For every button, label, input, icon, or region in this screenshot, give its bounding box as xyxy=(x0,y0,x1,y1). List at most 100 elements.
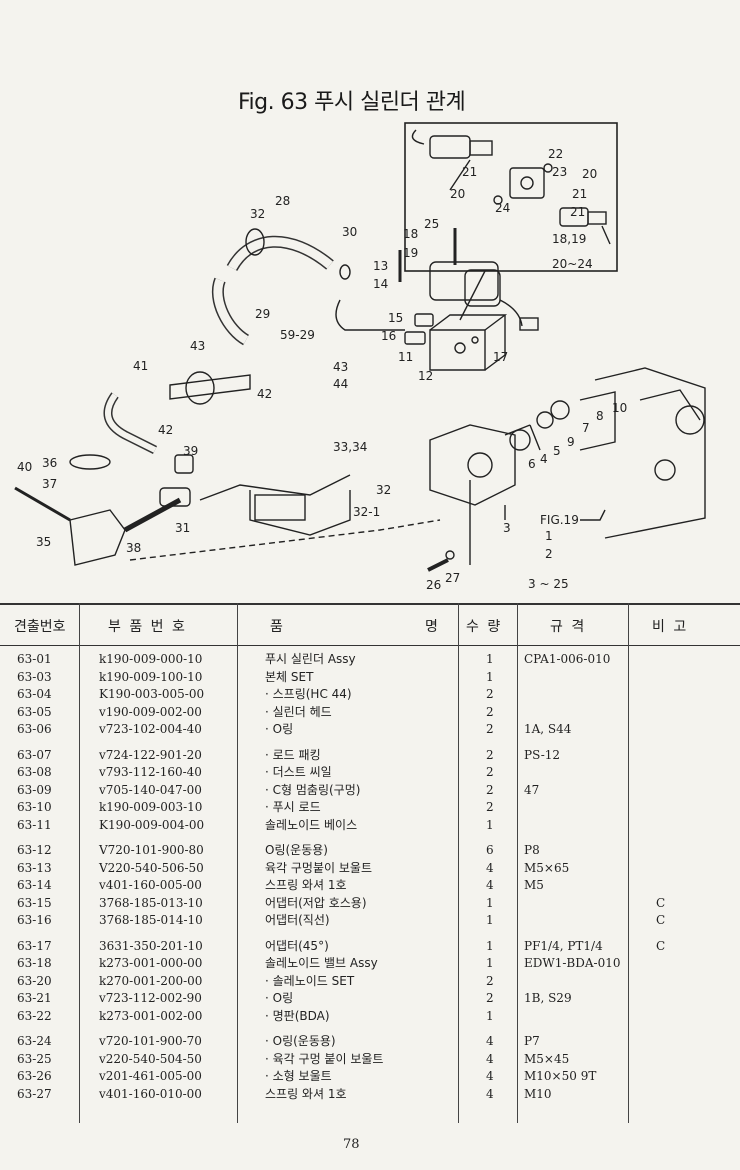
cell-item-no: 63-10 xyxy=(17,800,52,814)
callout-number: 20 xyxy=(582,167,597,181)
cell-note: C xyxy=(656,913,666,927)
cell-quantity: 4 xyxy=(486,1051,494,1066)
callout-number: 32 xyxy=(376,483,391,497)
page-number: 78 xyxy=(343,1137,360,1152)
cell-part-number: v705-140-047-00 xyxy=(99,782,202,797)
cell-quantity: 2 xyxy=(486,687,494,701)
cell-item-no: 63-14 xyxy=(17,878,52,892)
cell-part-name: · 육각 구멍 붙이 보울트 xyxy=(265,1051,384,1066)
cell-quantity: 1 xyxy=(486,938,494,953)
callout-number: 31 xyxy=(175,521,190,535)
cell-spec: M5 xyxy=(524,878,544,892)
cell-item-no: 63-08 xyxy=(17,765,52,779)
cell-part-name: 어댑터(저압 호스용) xyxy=(265,895,367,910)
callout-number: 37 xyxy=(42,477,57,491)
callout-number: 18 xyxy=(403,227,418,241)
cell-quantity: 6 xyxy=(486,843,494,857)
callout-number: 33,34 xyxy=(333,440,367,454)
table-header: 견출번호 부 품 번 호 품 명 수 량 규 격 비 고 xyxy=(0,603,740,646)
cell-quantity: 2 xyxy=(486,704,494,719)
callout-number: 28 xyxy=(275,194,290,208)
column-divider xyxy=(628,603,629,1123)
cell-part-number: k273-001-002-00 xyxy=(99,1008,203,1023)
cell-part-name: · 솔레노이드 SET xyxy=(265,973,355,988)
column-divider xyxy=(237,603,238,1123)
callout-number: 18,19 xyxy=(552,232,586,246)
cell-item-no: 63-20 xyxy=(17,973,52,988)
callout-number: 19 xyxy=(403,246,418,260)
callout-number: FIG.19 xyxy=(540,513,579,527)
cell-item-no: 63-15 xyxy=(17,895,52,910)
cell-spec: CPA1-006-010 xyxy=(524,652,611,666)
cell-note: C xyxy=(656,895,666,910)
cell-item-no: 63-09 xyxy=(17,782,52,797)
callout-number: 21 xyxy=(572,187,587,201)
cell-item-no: 63-26 xyxy=(17,1069,52,1083)
callout-number: 35 xyxy=(36,535,51,549)
column-divider xyxy=(79,603,80,1123)
cell-item-no: 63-01 xyxy=(17,652,52,666)
cell-note: C xyxy=(656,938,666,953)
cell-part-number: 3768-185-014-10 xyxy=(99,913,203,927)
cell-quantity: 1 xyxy=(486,956,494,970)
callout-number: 23 xyxy=(552,165,567,179)
callout-number: 24 xyxy=(495,201,510,215)
callout-number: 22 xyxy=(548,147,563,161)
cell-quantity: 1 xyxy=(486,1008,494,1023)
cell-quantity: 2 xyxy=(486,782,494,797)
cell-part-name: · 푸시 로드 xyxy=(265,800,321,814)
cell-spec: 47 xyxy=(524,782,540,797)
cell-part-name: 솔레노이드 밸브 Assy xyxy=(265,956,378,970)
callout-number: 12 xyxy=(418,369,433,383)
callout-number: 8 xyxy=(596,409,604,423)
cell-spec: EDW1-BDA-010 xyxy=(524,956,621,970)
header-part-number: 부 품 번 호 xyxy=(108,619,187,635)
cell-part-name: 스프링 와셔 1호 xyxy=(265,878,347,892)
callout-number: 38 xyxy=(126,541,141,555)
cell-quantity: 2 xyxy=(486,747,494,762)
cell-quantity: 4 xyxy=(486,860,494,875)
callout-number: 3 xyxy=(503,521,511,535)
callout-number: 29 xyxy=(255,307,270,321)
cell-item-no: 63-07 xyxy=(17,747,52,762)
callout-number: 21 xyxy=(570,205,585,219)
cell-spec: P8 xyxy=(524,843,540,857)
cell-part-number: k190-009-100-10 xyxy=(99,669,203,684)
header-spec: 규 격 xyxy=(550,619,587,635)
header-name-left: 품 xyxy=(270,619,283,635)
cell-quantity: 1 xyxy=(486,652,494,666)
cell-part-number: v401-160-005-00 xyxy=(99,878,202,892)
cell-item-no: 63-17 xyxy=(17,938,52,953)
callout-number: 16 xyxy=(381,329,396,343)
cell-part-number: v723-112-002-90 xyxy=(99,991,202,1005)
cell-part-number: v220-540-504-50 xyxy=(99,1051,202,1066)
cell-quantity: 4 xyxy=(486,1086,494,1101)
cell-part-name: · 로드 패킹 xyxy=(265,747,321,762)
cell-part-name: · O링 xyxy=(265,991,294,1005)
callout-number: 10 xyxy=(612,401,627,415)
callout-number: 42 xyxy=(257,387,272,401)
callout-number: 25 xyxy=(424,217,439,231)
cell-item-no: 63-22 xyxy=(17,1008,52,1023)
callout-number: 36 xyxy=(42,456,57,470)
cell-item-no: 63-05 xyxy=(17,704,52,719)
cell-item-no: 63-13 xyxy=(17,860,52,875)
callout-number: 42 xyxy=(158,423,173,437)
cell-quantity: 2 xyxy=(486,991,494,1005)
cell-part-name: · 실린더 헤드 xyxy=(265,704,332,719)
cell-item-no: 63-24 xyxy=(17,1034,52,1048)
